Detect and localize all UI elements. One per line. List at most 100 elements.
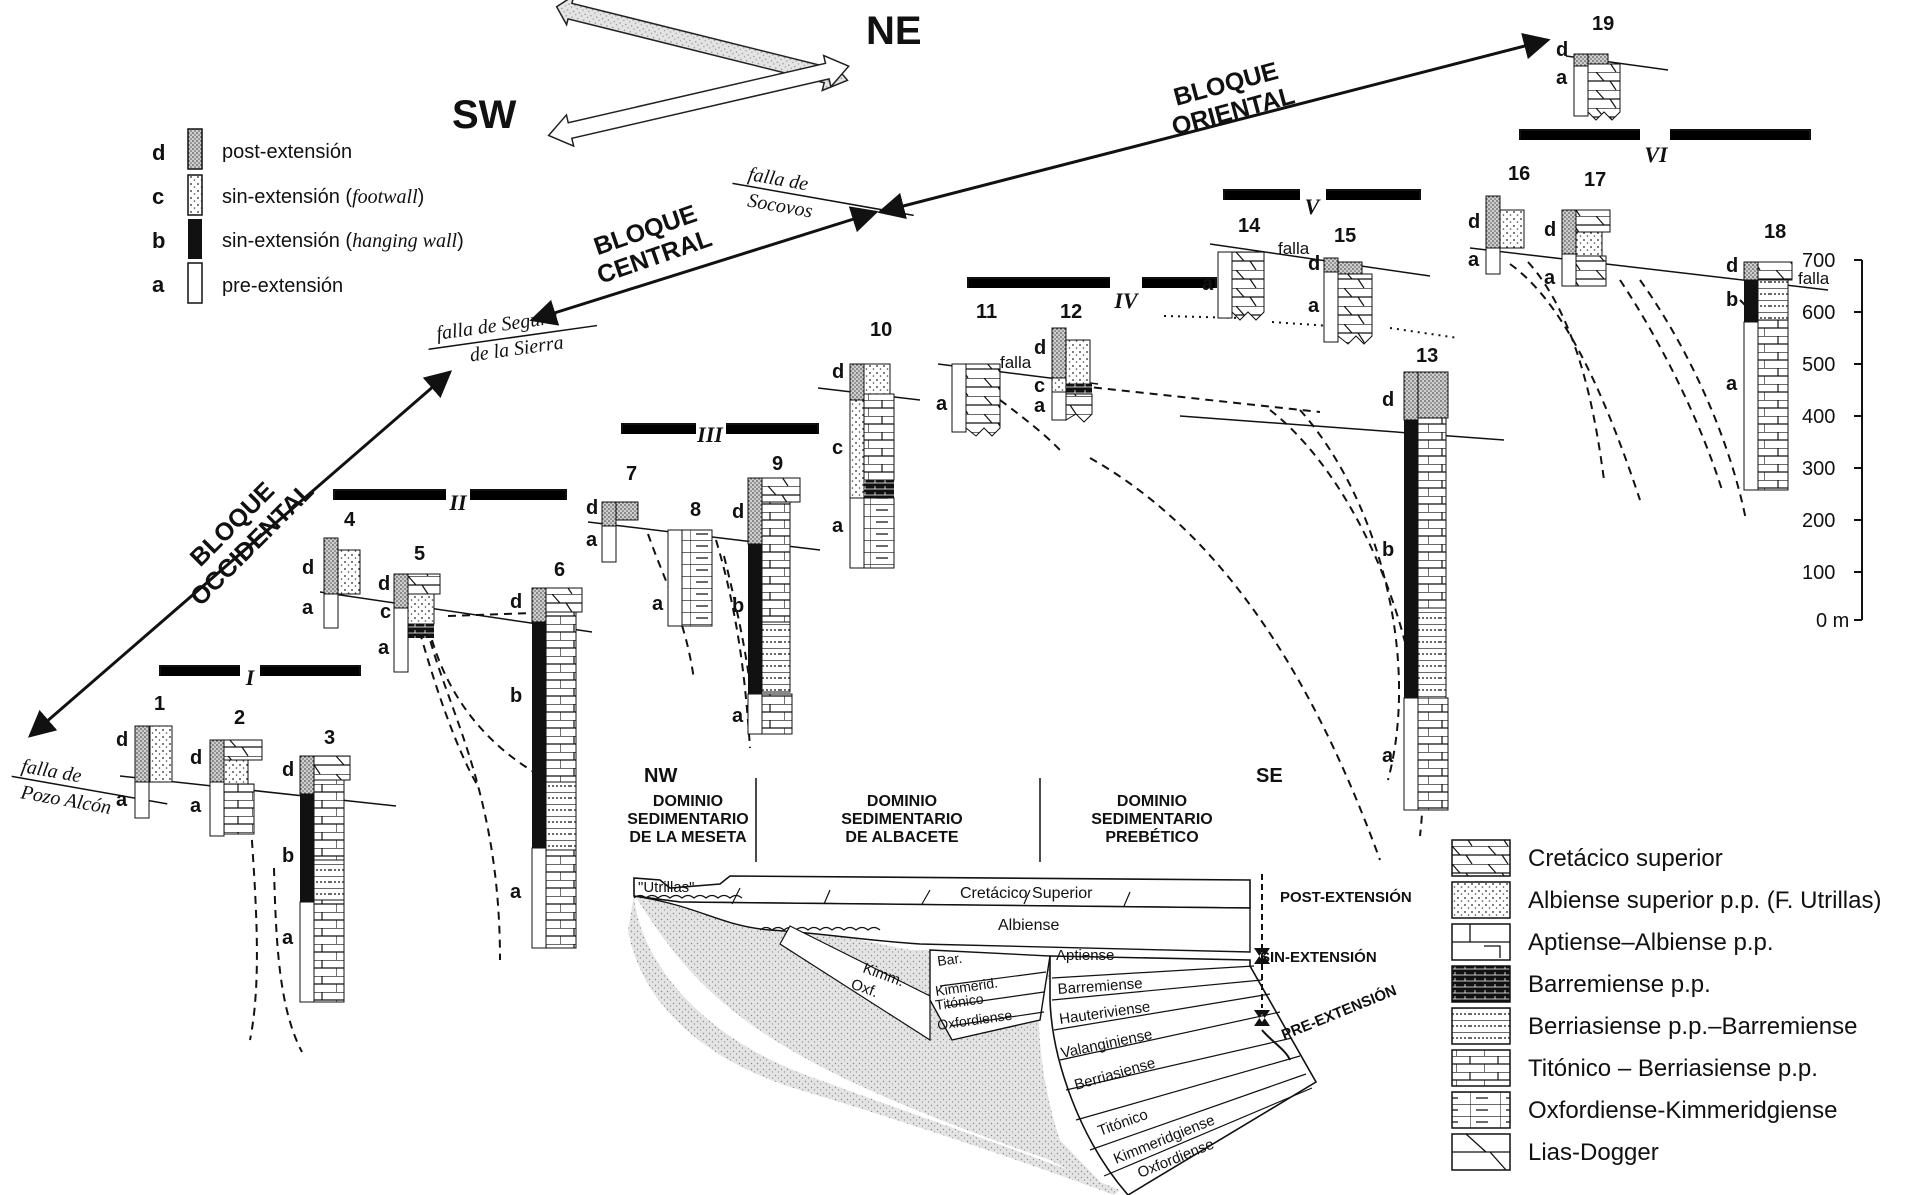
col13-a: a [1382, 745, 1394, 767]
col6-a: a [510, 881, 522, 903]
column-14 [1217, 251, 1265, 321]
column-1 [134, 725, 173, 819]
col13-b: b [1382, 539, 1394, 561]
unit-cretacico-superior: Cretácico Superior [960, 885, 1093, 902]
column-number-8: 8 [690, 499, 701, 521]
column-4 [323, 537, 361, 629]
unit-albiense: Albiense [998, 917, 1059, 934]
col3-a: a [282, 927, 294, 949]
column-number-7: 7 [626, 463, 637, 485]
col17-a: a [1544, 267, 1556, 289]
col19-a: a [1556, 67, 1568, 89]
column-numbers: 1 2 3 4 5 6 7 8 9 10 11 12 13 14 15 16 1… [154, 13, 1786, 749]
interval-swatch-a [187, 262, 203, 304]
scale-tick-500: 500 [1802, 354, 1835, 376]
col9-a: a [732, 705, 744, 727]
fault-pozo-label: falla dePozo Alcón [15, 755, 117, 819]
column-number-13: 13 [1416, 345, 1438, 367]
col18-b: b [1726, 289, 1738, 311]
group-label-5: V [1305, 194, 1322, 219]
group-labels: I II III IV V VI [240, 128, 1670, 690]
col6-b: b [510, 685, 522, 707]
legend-label-lias-dogger: Lias-Dogger [1528, 1139, 1659, 1166]
col18-d: d [1726, 255, 1738, 277]
compass-ne-label: NE [866, 9, 922, 53]
col5-d: d [378, 573, 390, 595]
column-13 [1403, 371, 1449, 811]
column-number-11: 11 [976, 301, 997, 323]
col1-d: d [116, 729, 128, 751]
unit-barremiense: Barremiense [1057, 975, 1143, 998]
col3-b: b [282, 845, 294, 867]
group-label-3: III [696, 422, 724, 447]
legend-item-oxfordiense: Oxfordiense-Kimmeridgiense [1451, 1091, 1837, 1129]
column-2 [209, 739, 263, 837]
legend-item-aptiense: Aptiense–Albiense p.p. [1451, 923, 1774, 961]
column-number-18: 18 [1764, 221, 1786, 243]
scale-tick-700: 700 [1802, 250, 1835, 272]
col2-a: a [190, 795, 202, 817]
interval-letter-b: b [152, 228, 165, 253]
falla-label-18: falla [1798, 269, 1830, 288]
scale-tick-0: 0 m [1816, 610, 1849, 632]
column-number-1: 1 [154, 693, 165, 715]
block-oriental-label: BLOQUEORIENTAL [1161, 54, 1297, 141]
col13-d: d [1382, 389, 1394, 411]
columns [134, 53, 1793, 1003]
fault-segura-label: falla de Segurade la Sierra [435, 306, 565, 371]
phase-post-extension: POST-EXTENSIÓN [1280, 888, 1412, 906]
scale-tick-200: 200 [1802, 510, 1835, 532]
col15-a: a [1308, 295, 1320, 317]
block-labels: BLOQUEOCCIDENTAL BLOQUECENTRAL BLOQUEORI… [185, 54, 1298, 611]
col7-d: d [586, 497, 598, 519]
column-7 [601, 501, 639, 563]
interval-swatch-c [187, 174, 203, 216]
legend-item-albiense: Albiense superior p.p. (F. Utrillas) [1451, 881, 1881, 919]
falla-label-14: falla [1278, 239, 1310, 258]
column-number-14: 14 [1238, 215, 1261, 237]
legend-item-berriasiense-barremiense: Berriasiense p.p.–Barremiense [1451, 1007, 1858, 1045]
col19-d: d [1556, 39, 1568, 61]
falla-label-11: falla [1000, 353, 1032, 372]
phase-pre-extension: PRE-EXTENSIÓN [1279, 981, 1399, 1044]
legend-label-aptiense: Aptiense–Albiense p.p. [1528, 929, 1774, 956]
interval-swatch-d [187, 128, 203, 170]
col7-a: a [586, 529, 598, 551]
section-se-label: SE [1256, 765, 1283, 787]
column-number-9: 9 [772, 453, 783, 475]
column-number-12: 12 [1060, 301, 1082, 323]
unit-utrillas: "Utrillas" [638, 879, 694, 896]
col12-c: c [1034, 375, 1045, 397]
interval-letter-a: a [152, 272, 165, 297]
interval-label-b: sin-extensión (hanging wall) [222, 230, 464, 252]
col2-d: d [190, 747, 202, 769]
block-arrows [27, 32, 1551, 738]
phase-sin-extension: SIN-EXTENSIÓN [1260, 948, 1377, 966]
scale-tick-400: 400 [1802, 406, 1835, 428]
column-8 [667, 529, 713, 627]
group-label-4: IV [1113, 288, 1140, 313]
col3-d: d [282, 759, 294, 781]
col4-d: d [302, 557, 314, 579]
column-number-4: 4 [344, 509, 356, 531]
col4-a: a [302, 597, 314, 619]
col10-c: c [832, 437, 843, 459]
interval-letter-d: d [152, 140, 165, 165]
interval-legend: d post-extensión c sin-extensión (footwa… [152, 128, 464, 304]
lithology-legend: Cretácico superior Albiense superior p.p… [1451, 839, 1881, 1171]
block-central-label: BLOQUECENTRAL [584, 198, 715, 290]
column-number-15: 15 [1334, 225, 1356, 247]
legend-item-titonico: Titónico – Berriasiense p.p. [1451, 1049, 1818, 1087]
column-11 [951, 363, 1001, 437]
group-label-1: I [245, 665, 256, 690]
compass-sw-label: SW [452, 93, 517, 137]
unit-aptiense: Aptiense [1056, 947, 1114, 964]
compass: NE SW [452, 0, 922, 148]
legend-label-titonico: Titónico – Berriasiense p.p. [1528, 1055, 1818, 1082]
column-number-2: 2 [234, 707, 245, 729]
column-16 [1485, 195, 1525, 275]
column-number-5: 5 [414, 543, 425, 565]
